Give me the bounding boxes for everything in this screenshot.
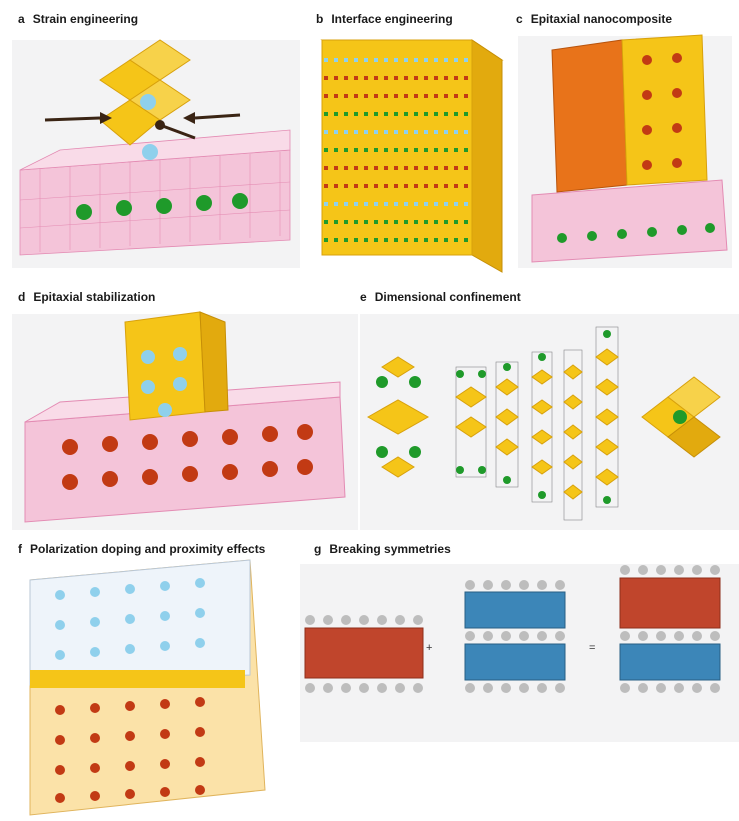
panel-e-label: e Dimensional confinement — [360, 290, 521, 304]
panel-letter: a — [18, 12, 25, 26]
panel-title: Epitaxial stabilization — [33, 290, 156, 304]
dimensional-confinement-illustration — [366, 326, 721, 521]
panel-f: f Polarization doping and proximity effec… — [0, 530, 300, 821]
rp-structure-1 — [366, 356, 430, 478]
breaking-symmetries-illustration — [304, 565, 721, 693]
epitaxial-stabilization-illustration — [24, 311, 346, 523]
interface-engineering-illustration — [320, 39, 504, 273]
panel-g: g Breaking symmetries + = — [300, 530, 739, 821]
panel-letter: d — [18, 290, 26, 304]
rp-structure-2 — [455, 366, 487, 478]
panel-b: b Interface engineering — [312, 0, 512, 273]
panel-title: Epitaxial nanocomposite — [530, 12, 673, 26]
rp-structure-3 — [495, 361, 519, 488]
panel-letter: c — [516, 12, 523, 26]
plus-operator: + — [426, 642, 433, 654]
panel-letter: b — [316, 12, 324, 26]
centrosymmetric-block — [304, 615, 424, 693]
panel-d: d Epitaxial stabilization — [0, 282, 360, 532]
epitaxial-nanocomposite-illustration — [531, 34, 728, 263]
equals-operator: = — [589, 642, 596, 654]
panel-letter: g — [314, 542, 322, 556]
compressive-strain-arrows — [44, 112, 241, 140]
panel-letter: f — [18, 542, 22, 556]
superlattice-layers — [324, 58, 470, 242]
rp-structure-5 — [563, 349, 583, 521]
panel-a: a Strain engineering — [0, 0, 300, 270]
broken-symmetry-heterostructure — [619, 565, 721, 693]
perovskite-limit — [641, 376, 721, 458]
panel-title: Strain engineering — [32, 12, 139, 26]
panel-letter: e — [360, 290, 367, 304]
panel-title: Dimensional confinement — [374, 290, 521, 304]
panel-g-label: g Breaking symmetries — [314, 542, 451, 556]
panel-c: c Epitaxial nanocomposite — [512, 0, 739, 270]
panel-c-label: c Epitaxial nanocomposite — [516, 12, 672, 26]
panel-e: e Dimensional confinement — [360, 282, 739, 532]
strain-engineering-illustration — [19, 39, 291, 256]
rp-structure-4 — [531, 351, 553, 503]
panel-title: Interface engineering — [331, 12, 453, 26]
panel-b-label: b Interface engineering — [316, 12, 453, 26]
strained-film-octahedra — [99, 39, 191, 160]
rp-structure-6 — [595, 326, 619, 508]
panel-title: Polarization doping and proximity effect… — [30, 542, 266, 556]
panel-f-label: f Polarization doping and proximity effec… — [18, 542, 265, 556]
stacked-blue-blocks — [464, 580, 566, 693]
panel-d-label: d Epitaxial stabilization — [18, 290, 155, 304]
panel-a-label: a Strain engineering — [18, 12, 138, 26]
polarization-doping-illustration — [29, 559, 266, 816]
panel-title: Breaking symmetries — [329, 542, 451, 556]
